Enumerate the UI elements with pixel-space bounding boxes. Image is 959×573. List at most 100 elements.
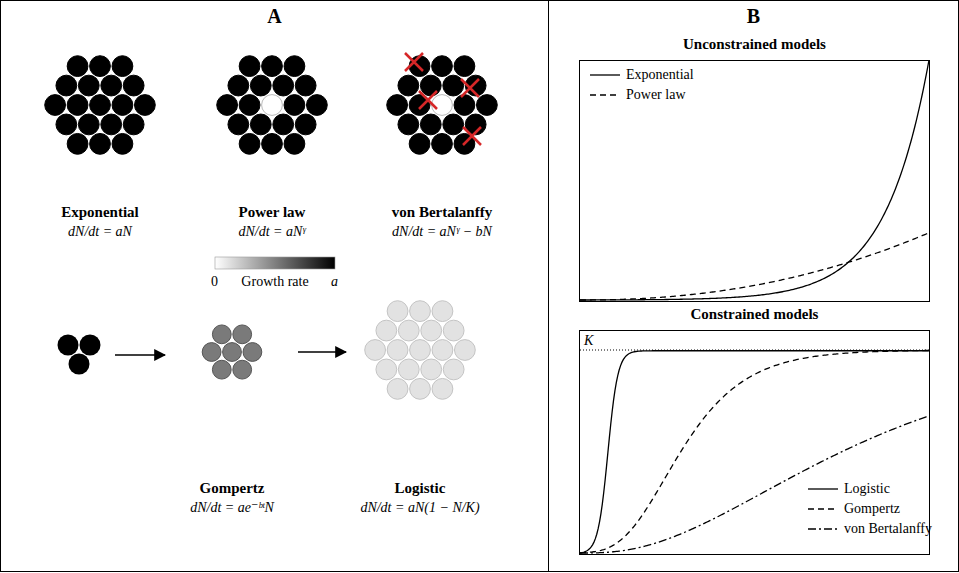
cell	[212, 360, 231, 379]
cell	[454, 95, 475, 116]
arrow	[115, 354, 165, 356]
legend-sample	[590, 90, 620, 100]
cell	[134, 95, 155, 116]
panel: BUnconstrained modelsConstrained models	[548, 0, 959, 572]
model-equation: dN/dt = aN(1 − N/K)	[360, 498, 479, 518]
chart-title: Unconstrained models	[683, 36, 826, 53]
cell	[295, 75, 316, 96]
cell	[58, 335, 79, 356]
cell	[387, 95, 408, 116]
cell	[432, 340, 453, 361]
cell-cluster: ExponentialdN/dt = aN	[43, 48, 157, 162]
cell	[250, 75, 271, 96]
transition-arrow	[298, 351, 346, 353]
cell	[443, 320, 464, 341]
cell	[273, 114, 294, 135]
model-equation: dN/dt = aNᵞ	[238, 222, 305, 242]
model-name: Power law	[238, 202, 305, 222]
cell-death-mark	[461, 79, 479, 97]
cell-clusters	[45, 53, 498, 399]
cell	[250, 114, 271, 135]
cell	[78, 114, 99, 135]
cell	[233, 360, 252, 379]
cell	[262, 95, 283, 116]
colorbar-min: 0	[211, 274, 218, 290]
legend-item: Gompertz	[808, 500, 900, 518]
cell	[112, 95, 133, 116]
cell	[69, 354, 90, 375]
cell	[284, 133, 305, 154]
cell	[101, 114, 122, 135]
growth-curve	[580, 233, 929, 300]
cell	[295, 114, 316, 135]
cell-death-mark	[463, 127, 481, 145]
cell	[123, 75, 144, 96]
legend-item: Logistic	[808, 480, 890, 498]
model-equation: dN/dt = ae⁻ᵇᵗN	[190, 498, 274, 518]
legend-text: Exponential	[626, 66, 694, 84]
cell	[398, 320, 419, 341]
cell	[398, 75, 419, 96]
cell	[112, 133, 133, 154]
cell-cluster: LogisticdN/dt = aN(1 − N/K)	[352, 282, 488, 418]
model-equation: dN/dt = aNᵞ − bN	[392, 222, 492, 242]
cell	[67, 133, 88, 154]
growth-curve	[580, 60, 929, 300]
cell-death-mark	[405, 53, 423, 71]
cell	[443, 75, 464, 96]
colorbar	[215, 257, 335, 269]
cell	[228, 114, 249, 135]
growth-curves	[580, 60, 929, 553]
carrying-capacity-line	[580, 350, 929, 351]
cell	[432, 133, 453, 154]
legend-text: von Bertalanffy	[844, 520, 932, 538]
model-name: von Bertalanffy	[392, 202, 492, 222]
cell	[202, 343, 221, 362]
cell	[454, 56, 475, 77]
legend-sample	[590, 70, 620, 80]
cell	[233, 325, 252, 344]
model-name: Gompertz	[190, 478, 274, 498]
legend-sample	[808, 524, 838, 534]
model-name: Exponential	[61, 202, 139, 222]
cell	[443, 114, 464, 135]
model-equation: dN/dt = aN	[61, 222, 139, 242]
cell	[432, 301, 453, 322]
cell	[432, 56, 453, 77]
colorbar-title: Growth rate	[241, 274, 308, 290]
panel-letter: A	[267, 5, 281, 28]
cell	[284, 56, 305, 77]
colorbar-max: a	[331, 274, 338, 290]
legend-item: Power law	[590, 86, 686, 104]
cell	[228, 75, 249, 96]
cell	[387, 340, 408, 361]
cell	[420, 75, 441, 96]
cell	[421, 359, 442, 380]
cell	[376, 320, 397, 341]
cell	[212, 325, 231, 344]
legend-item: von Bertalanffy	[808, 520, 932, 538]
cell	[112, 56, 133, 77]
cell	[398, 114, 419, 135]
cell	[387, 378, 408, 399]
cell	[45, 95, 66, 116]
cell	[387, 301, 408, 322]
cell	[80, 335, 101, 356]
cell	[56, 114, 77, 135]
carrying-capacity: K	[584, 333, 593, 349]
cell	[262, 133, 283, 154]
cell-cluster: von BertalanffydN/dt = aNᵞ − bN	[385, 48, 499, 162]
legend-text: Logistic	[844, 480, 890, 498]
cell	[239, 95, 260, 116]
cell	[123, 114, 144, 135]
cell	[476, 95, 497, 116]
cell	[217, 95, 238, 116]
legend-text: Power law	[626, 86, 686, 104]
cell	[90, 133, 111, 154]
cell	[273, 75, 294, 96]
cell-cluster: Power lawdN/dt = aNᵞ	[215, 48, 329, 162]
cell	[78, 75, 99, 96]
model-name: Logistic	[360, 478, 479, 498]
